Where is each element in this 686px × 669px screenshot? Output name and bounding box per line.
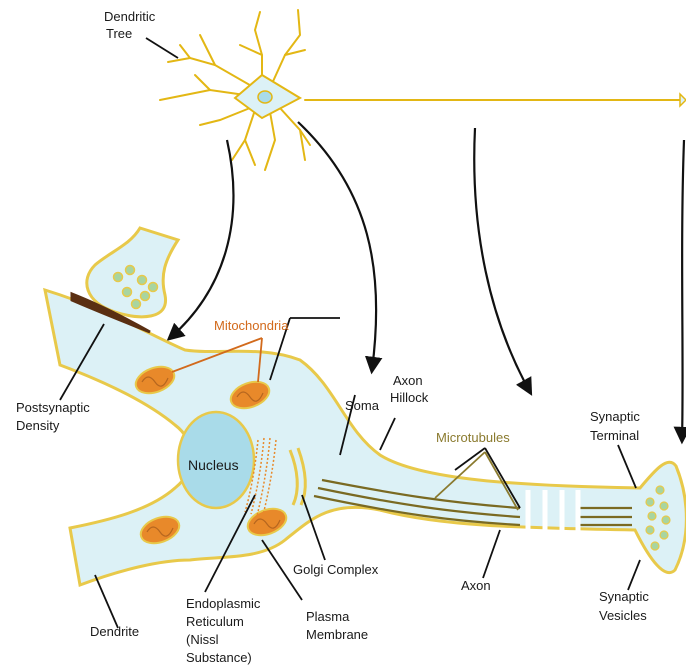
label-synaptic-terminal-1: Synaptic: [590, 409, 640, 424]
label-golgi-complex: Golgi Complex: [293, 562, 379, 577]
label-synaptic-vesicles-2: Vesicles: [599, 608, 647, 623]
label-endoplasmic-reticulum-4: Substance): [186, 650, 252, 665]
label-endoplasmic-reticulum-1: Endoplasmic: [186, 596, 261, 611]
arrow-to-axon: [474, 128, 530, 392]
label-synaptic-terminal-2: Terminal: [590, 428, 639, 443]
label-endoplasmic-reticulum-2: Reticulum: [186, 614, 244, 629]
label-synaptic-vesicles-1: Synaptic: [599, 589, 649, 604]
label-postsynaptic-density-1: Postsynaptic: [16, 400, 90, 415]
label-axon-hillock-1: Axon: [393, 373, 423, 388]
label-dendritic-tree-2: Tree: [106, 26, 132, 41]
label-axon-hillock-2: Hillock: [390, 390, 429, 405]
label-microtubules: Microtubules: [436, 430, 510, 445]
label-plasma-membrane-1: Plasma: [306, 609, 350, 624]
arrow-to-terminal: [682, 140, 684, 440]
small-neuron-nucleus: [258, 91, 272, 103]
label-nucleus: Nucleus: [188, 457, 239, 473]
label-mitochondria: Mitochondria: [214, 318, 289, 333]
label-endoplasmic-reticulum-3: (Nissl: [186, 632, 219, 647]
label-dendrite: Dendrite: [90, 624, 139, 639]
arrow-to-soma: [298, 122, 376, 370]
label-plasma-membrane-2: Membrane: [306, 627, 368, 642]
label-postsynaptic-density-2: Density: [16, 418, 60, 433]
label-axon: Axon: [461, 578, 491, 593]
small-neuron: [160, 10, 680, 170]
label-soma: Soma: [345, 398, 380, 413]
label-dendritic-tree-1: Dendritic: [104, 9, 156, 24]
